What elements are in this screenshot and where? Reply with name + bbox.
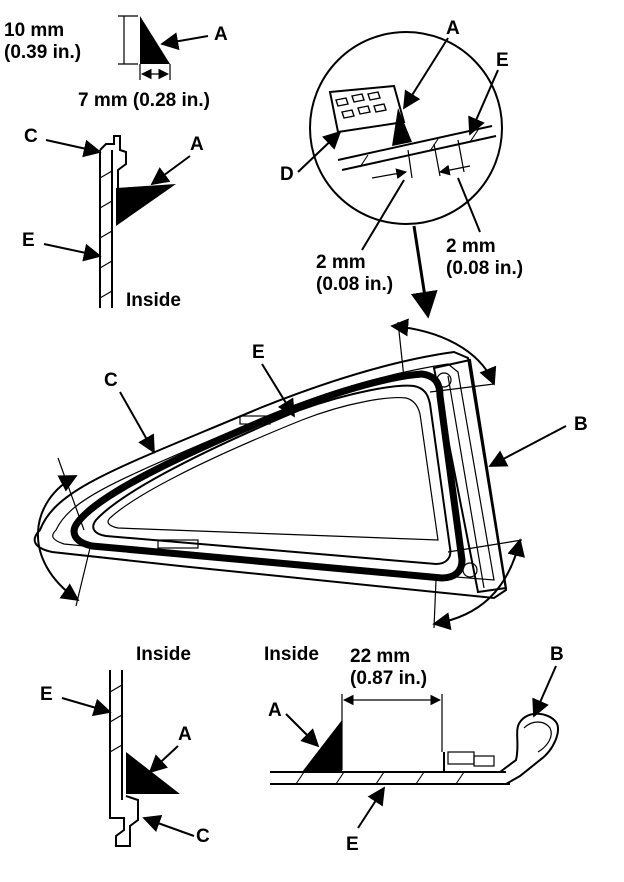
label-c-upper: C [24, 126, 38, 147]
offset-in-label: (0.87 in.) [350, 668, 427, 689]
pointer-to-glass [410, 225, 438, 319]
bead-a-trim-section [302, 720, 342, 772]
gap-right-in: (0.08 in.) [446, 258, 523, 279]
bead-a-upper [116, 184, 176, 226]
cross-section-trim: Inside 22 mm (0.87 in.) A B E [264, 644, 564, 855]
label-e-glass: E [252, 342, 265, 363]
quarter-glass-assembly: C E B [33, 318, 588, 631]
trim-b [432, 358, 508, 594]
trim-b-clip [443, 712, 559, 785]
rotation-arrow-top [390, 318, 497, 386]
bead-height-in: (0.39 in.) [4, 42, 81, 63]
label-e-trim-section: E [346, 834, 359, 855]
label-a-lower-left: A [178, 724, 192, 745]
leader-a-top [160, 32, 209, 51]
label-a-top: A [214, 24, 228, 45]
gap-left-mm: 2 mm [316, 252, 366, 273]
magnified-detail: A E D 2 mm (0.08 in.) 2 mm (0.08 in.) [280, 18, 523, 319]
label-b-trim-section: B [550, 644, 564, 665]
label-c-lower-left: C [196, 826, 210, 847]
molding-c-outline [33, 350, 508, 600]
inside-label-upper: Inside [126, 290, 181, 311]
bead-a-lower [126, 752, 180, 794]
label-b-glass: B [574, 414, 588, 435]
gap-left-in: (0.08 in.) [316, 274, 393, 295]
label-a-magnified: A [446, 18, 460, 39]
molding-c-upper [99, 135, 127, 188]
rotation-arrow-left [37, 475, 80, 602]
label-a-upper: A [190, 134, 204, 155]
glass-e [92, 384, 452, 566]
label-e-lower-left: E [40, 684, 53, 705]
gap-right-mm: 2 mm [446, 236, 496, 257]
cross-section-upper: C A E Inside [22, 126, 204, 311]
offset-mm-label: 22 mm [350, 646, 410, 667]
bead-dimension-detail: 10 mm (0.39 in.) 7 mm (0.28 in.) A [4, 15, 228, 111]
bead-a-magnified [392, 108, 412, 146]
inside-label-lower-right: Inside [264, 644, 319, 665]
bead-a-triangle [140, 16, 170, 64]
inside-label-lower-left: Inside [136, 644, 191, 665]
label-c-glass: C [104, 370, 118, 391]
molding-c-lower [109, 795, 139, 847]
label-e-upper: E [22, 230, 35, 251]
label-d-magnified: D [280, 164, 294, 185]
bead-width-label: 7 mm (0.28 in.) [78, 90, 210, 111]
bead-height-mm: 10 mm [4, 20, 64, 41]
magnifier-circle [309, 31, 503, 225]
label-e-magnified: E [496, 50, 509, 71]
rotation-arrow-bottom [432, 538, 525, 631]
cross-section-lower: Inside E A C [40, 644, 210, 847]
label-a-trim-section: A [268, 700, 282, 721]
